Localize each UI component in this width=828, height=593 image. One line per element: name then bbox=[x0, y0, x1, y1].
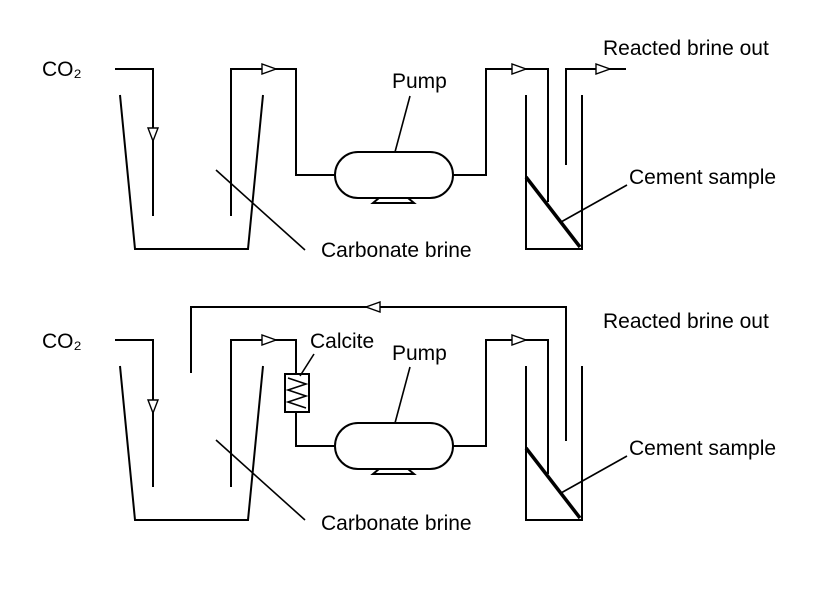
top-setup: CO₂ Pump Reacted brine out Cement sample… bbox=[42, 37, 776, 262]
bottom-sample-cell bbox=[525, 366, 583, 521]
bottom-reservoir-beaker bbox=[119, 365, 264, 521]
top-reacted-flow-arrow bbox=[595, 63, 613, 75]
bottom-pump-leader bbox=[394, 366, 411, 424]
bottom-recirculation-arrow bbox=[363, 301, 381, 313]
bottom-calcite-label: Calcite bbox=[310, 330, 374, 353]
top-reservoir-beaker bbox=[119, 94, 264, 250]
top-pump-leader bbox=[394, 95, 411, 153]
top-pump-outlet-line bbox=[453, 68, 549, 202]
top-reservoir-leader bbox=[215, 169, 306, 251]
bottom-outlet-label: Reacted brine out bbox=[603, 310, 769, 333]
bottom-calcite-fill bbox=[285, 377, 309, 409]
bottom-recirculation-loop bbox=[190, 306, 567, 441]
top-pump-base bbox=[370, 197, 417, 204]
bottom-co2-flow-arrow bbox=[146, 399, 160, 415]
bottom-pump-outlet-line bbox=[453, 339, 549, 474]
top-cement-sample bbox=[524, 175, 582, 249]
top-pump bbox=[334, 151, 454, 199]
bottom-setup: CO₂ Calcite Pump Reacted brine out Cemen… bbox=[42, 301, 776, 535]
bottom-pump bbox=[334, 422, 454, 470]
top-sample-cell bbox=[525, 95, 583, 250]
top-reservoir-outlet-line bbox=[230, 68, 336, 216]
bottom-calcite-leader bbox=[299, 353, 315, 377]
top-co2-flow-arrow bbox=[146, 127, 160, 143]
bottom-calcite-outlet-line bbox=[295, 412, 336, 447]
top-sample-leader bbox=[560, 184, 628, 223]
bottom-cement-sample bbox=[524, 446, 582, 520]
bottom-co2-label: CO₂ bbox=[42, 330, 82, 353]
top-pump-label: Pump bbox=[392, 70, 447, 93]
bottom-reservoir-leader bbox=[215, 439, 306, 521]
bottom-sample-leader bbox=[560, 455, 628, 494]
bottom-outlet-flow-arrow bbox=[261, 334, 279, 346]
top-reacted-outlet-line bbox=[565, 68, 626, 165]
bottom-reservoir-outlet-line bbox=[230, 339, 297, 487]
bottom-co2-inlet-line bbox=[115, 339, 154, 487]
bottom-pump-base bbox=[370, 468, 417, 475]
bottom-pump-label: Pump bbox=[392, 342, 447, 365]
bottom-sample-label: Cement sample bbox=[629, 437, 776, 460]
top-pump-flow-arrow bbox=[511, 63, 529, 75]
bottom-reservoir-label: Carbonate brine bbox=[321, 512, 472, 535]
top-outlet-flow-arrow bbox=[261, 63, 279, 75]
bottom-pump-flow-arrow bbox=[511, 334, 529, 346]
top-outlet-label: Reacted brine out bbox=[603, 37, 769, 60]
top-co2-inlet-line bbox=[115, 68, 154, 216]
top-co2-label: CO₂ bbox=[42, 58, 82, 81]
top-sample-label: Cement sample bbox=[629, 166, 776, 189]
top-reservoir-label: Carbonate brine bbox=[321, 239, 472, 262]
